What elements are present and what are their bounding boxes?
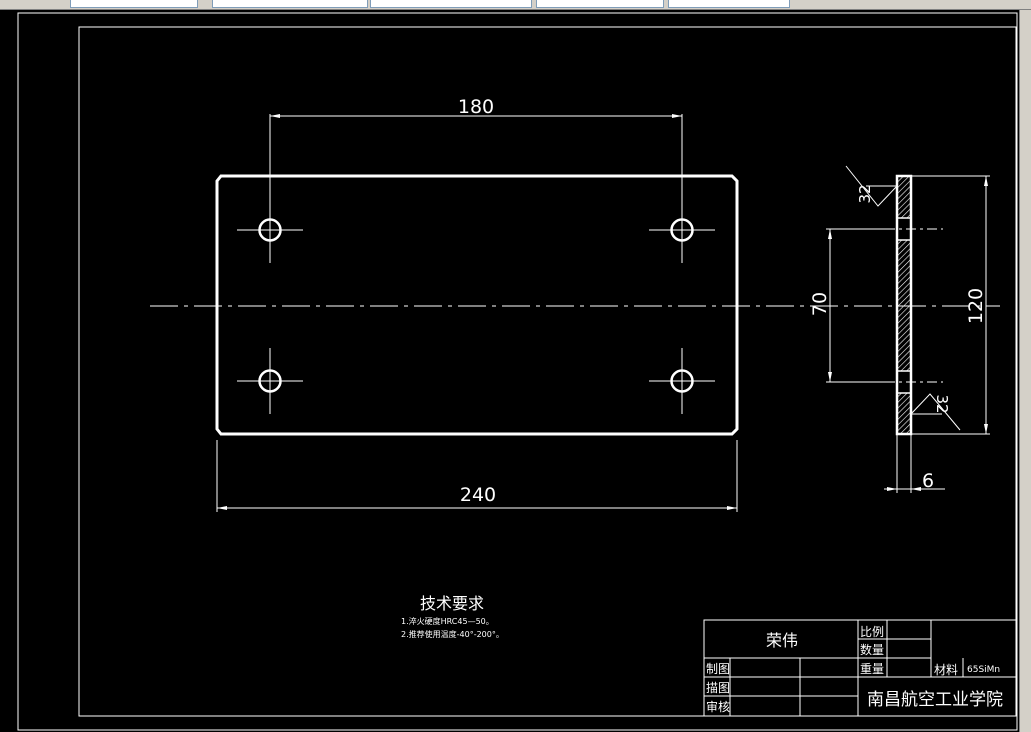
traced-by-label: 描图 — [706, 681, 730, 695]
side-view: 70 120 6 32 32 — [809, 165, 990, 493]
dim-70-label: 70 — [809, 292, 831, 316]
sheet-outer-border — [17, 12, 1018, 731]
front-view: 180 240 — [150, 96, 1000, 512]
cad-drawing-canvas[interactable]: 180 240 70 — [0, 10, 1019, 732]
toolbar-combo-5[interactable] — [668, 0, 790, 8]
dim-240-label: 240 — [460, 484, 496, 506]
drawn-by-label: 制图 — [706, 662, 730, 676]
toolbar-combo-3[interactable] — [370, 0, 532, 8]
toolbar — [0, 0, 1031, 10]
dimension-70: 70 — [809, 228, 885, 383]
weight-label: 重量 — [860, 662, 884, 676]
material-label: 材料 — [934, 663, 958, 677]
quantity-label: 数量 — [860, 642, 884, 657]
dimension-120: 120 — [911, 175, 990, 435]
hole-bottom-right — [649, 348, 715, 414]
dim-6-label: 6 — [922, 470, 934, 492]
tech-req-item-1: 1.淬火硬度HRC45—50。 — [401, 616, 494, 626]
school-name: 南昌航空工业学院 — [867, 690, 1003, 710]
dimension-180: 180 — [269, 96, 683, 197]
plate-outline — [215, 174, 739, 436]
tech-req-title: 技术要求 — [420, 594, 484, 613]
surface-finish-top: 32 — [845, 165, 898, 207]
hole-top-left — [237, 197, 303, 263]
sheet-inner-border — [78, 26, 1017, 717]
tech-requirements: 技术要求 1.淬火硬度HRC45—50。 2.推荐使用温度-40°-200°。 — [401, 594, 504, 639]
checked-by-label: 审核 — [706, 699, 730, 714]
dim-120-label: 120 — [965, 288, 987, 324]
toolbar-combo-4[interactable] — [536, 0, 664, 8]
dim-180-label: 180 — [458, 96, 494, 118]
toolbar-combo-2[interactable] — [212, 0, 368, 8]
title-block-text: 荣伟 比例 数量 重量 材料 65SiMn 制图 描图 审核 南昌航空工业学院 — [706, 625, 1003, 714]
tech-req-item-2: 2.推荐使用温度-40°-200°。 — [401, 629, 504, 639]
title-block — [703, 619, 1017, 717]
scale-label: 比例 — [860, 625, 884, 639]
dimension-6: 6 — [884, 434, 945, 493]
toolbar-combo-1[interactable] — [70, 0, 198, 8]
hole-bottom-left — [237, 348, 303, 414]
finish-top-label: 32 — [856, 184, 874, 203]
material-value: 65SiMn — [967, 665, 1000, 675]
vertical-scrollbar[interactable] — [1019, 10, 1031, 732]
side-outline — [895, 174, 913, 436]
hole-top-right — [649, 197, 715, 263]
surface-finish-bottom: 32 — [910, 393, 961, 431]
dimension-240: 240 — [216, 440, 738, 512]
part-name: 荣伟 — [766, 631, 798, 650]
finish-bottom-label: 32 — [933, 394, 951, 413]
